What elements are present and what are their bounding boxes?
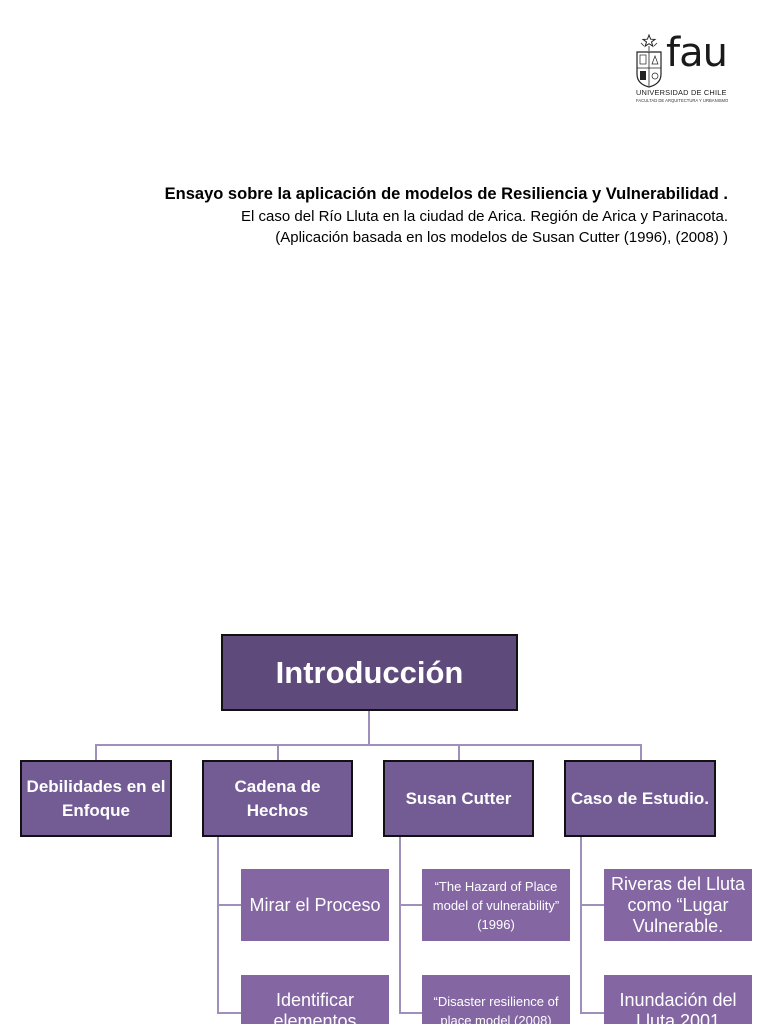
logo-faculty-name: FACULTAD DE ARQUITECTURA Y URBANISMO bbox=[636, 98, 729, 103]
leaf-node-label: “The Hazard of Place model of vulnerabil… bbox=[432, 878, 560, 932]
document-title: Ensayo sobre la aplicación de modelos de… bbox=[164, 185, 728, 203]
document-heading: Ensayo sobre la aplicación de modelos de… bbox=[68, 182, 728, 248]
leaf-node-disaster-resilience: “Disaster resilience of place model (200… bbox=[422, 975, 570, 1024]
leaf-node-label: “Disaster resilience of place model (200… bbox=[433, 994, 559, 1024]
leaf-node-hazard-of-place: “The Hazard of Place model of vulnerabil… bbox=[422, 869, 570, 941]
leaf-node-inundacion-del-lluta: Inundación del Lluta 2001 bbox=[604, 975, 752, 1024]
branch-node-susan-cutter: Susan Cutter bbox=[383, 760, 534, 837]
leaf-node-riveras-del-lluta: Riveras del Lluta como “Lugar Vulnerable… bbox=[604, 869, 752, 941]
connector-branch-2-spine bbox=[217, 836, 219, 1014]
connector-branch-4-spine bbox=[580, 836, 582, 1014]
root-node-introduccion: Introducción bbox=[221, 634, 518, 711]
document-subtitle: El caso del Río Lluta en la ciudad de Ar… bbox=[241, 208, 728, 225]
connector-branch-3-leaf-2 bbox=[399, 1012, 423, 1014]
connector-branch-4 bbox=[640, 744, 642, 761]
connector-branch-2 bbox=[277, 744, 279, 761]
logo-university-name: UNIVERSIDAD DE CHILE bbox=[636, 88, 727, 97]
leaf-node-label: Identificar elementos bbox=[273, 990, 357, 1024]
leaf-node-identificar-elementos: Identificar elementos bbox=[241, 975, 389, 1024]
logo-wordmark: fau bbox=[666, 30, 728, 76]
branch-node-caso-de-estudio: Caso de Estudio. bbox=[564, 760, 716, 837]
leaf-node-label: Riveras del Lluta como “Lugar Vulnerable… bbox=[610, 873, 746, 936]
branch-node-label: Debilidades en el Enfoque bbox=[26, 776, 166, 820]
leaf-node-label: Mirar el Proceso bbox=[249, 894, 381, 915]
branch-node-label: Caso de Estudio. bbox=[571, 788, 709, 808]
connector-branch-2-leaf-1 bbox=[217, 904, 242, 906]
branch-node-label: Cadena de Hechos bbox=[234, 776, 321, 820]
branch-node-cadena-de-hechos: Cadena de Hechos bbox=[202, 760, 353, 837]
connector-branch-3 bbox=[458, 744, 460, 761]
connector-branch-4-leaf-2 bbox=[580, 1012, 605, 1014]
branch-node-label: Susan Cutter bbox=[405, 788, 512, 808]
leaf-node-mirar-el-proceso: Mirar el Proceso bbox=[241, 869, 389, 941]
university-crest-icon bbox=[636, 34, 662, 88]
document-note: (Aplicación basada en los modelos de Sus… bbox=[275, 229, 728, 246]
connector-branch-3-spine bbox=[399, 836, 401, 1014]
connector-branch-4-leaf-1 bbox=[580, 904, 605, 906]
connector-branch-3-leaf-1 bbox=[399, 904, 423, 906]
leaf-node-label: Inundación del Lluta 2001 bbox=[619, 990, 737, 1024]
connector-branch-2-leaf-2 bbox=[217, 1012, 242, 1014]
fau-logo: fau UNIVERSIDAD DE CHILE FACULTAD DE ARQ… bbox=[634, 30, 744, 110]
branch-node-debilidades: Debilidades en el Enfoque bbox=[20, 760, 172, 837]
root-node-label: Introducción bbox=[275, 654, 464, 690]
connector-horizontal-bar bbox=[95, 744, 642, 746]
connector-branch-1 bbox=[95, 744, 97, 761]
connector-root-down bbox=[368, 710, 370, 745]
